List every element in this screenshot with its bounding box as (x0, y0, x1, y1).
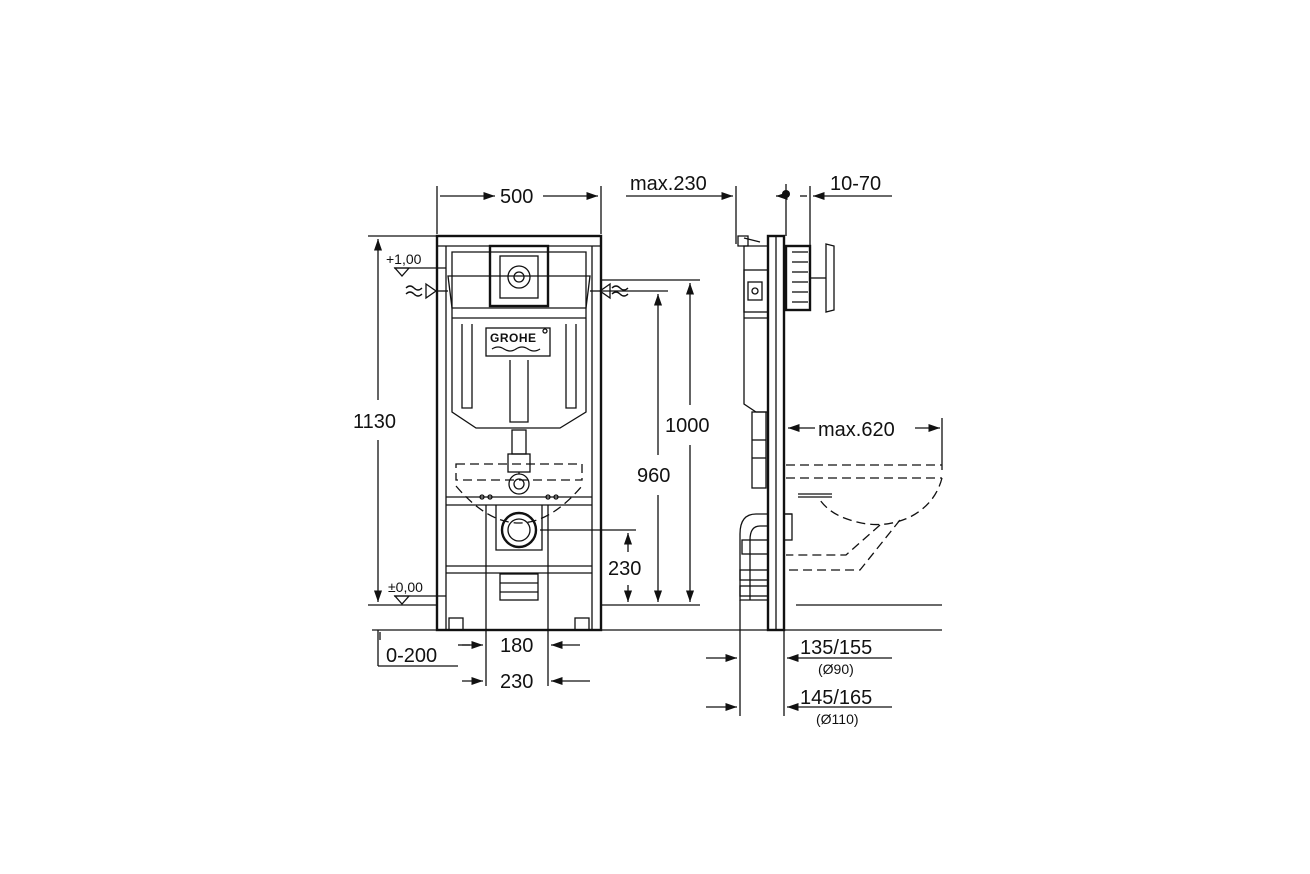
dim-960: 960 (637, 465, 670, 487)
brand-label: GROHE (490, 331, 537, 345)
outlet-connection (500, 511, 538, 549)
dim-230-vertical: 230 (608, 558, 641, 580)
dim-1000: 1000 (665, 415, 710, 437)
side-view: max.230 10-70 max.620 135/155 (Ø90) (626, 173, 943, 727)
flush-plate (488, 244, 550, 308)
frame-outline (435, 234, 603, 632)
dim-230-horizontal: 230 (500, 671, 533, 693)
water-inlet-icon (405, 282, 629, 300)
centerline-icon (782, 184, 790, 236)
front-view: GROHE (353, 186, 942, 693)
level-marker-icon (393, 267, 446, 605)
flush-plate-side (784, 244, 812, 312)
dim-0-200: 0-200 (386, 645, 437, 667)
grohe-logo (485, 327, 551, 357)
dim-10-70: 10-70 (830, 173, 881, 195)
dim-145-165: 145/165 (800, 687, 872, 709)
wall-hung-pan (786, 418, 943, 571)
dim-diameter-110: (Ø110) (816, 711, 859, 727)
level-plus-label: +1,00 (386, 251, 422, 267)
cistern (451, 251, 587, 429)
level-zero-label: ±0,00 (388, 579, 423, 595)
dim-1130: 1130 (353, 411, 396, 433)
dim-max-230: max.230 (630, 173, 707, 195)
dim-180: 180 (500, 635, 533, 657)
dim-135-155: 135/155 (800, 637, 872, 659)
dim-max-620: max.620 (818, 419, 895, 441)
dim-500: 500 (500, 186, 533, 208)
dim-diameter-90: (Ø90) (818, 661, 854, 677)
